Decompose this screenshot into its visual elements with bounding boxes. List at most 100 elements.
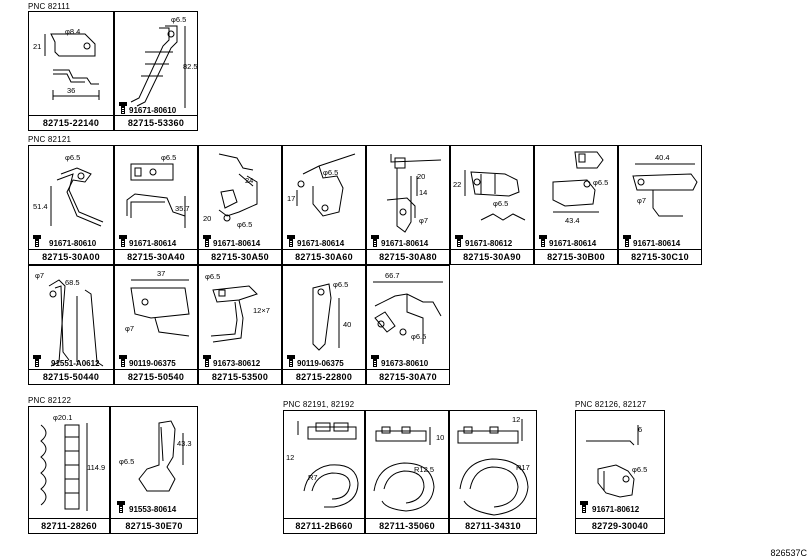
dim-height: 10: [436, 433, 445, 442]
part-cell-82715-22800: φ6.5 40 90119-06375 82715-22800: [282, 265, 366, 385]
bracket-drawing: [373, 281, 443, 344]
part-cell-82715-30E70: 43.3 φ6.5 91553-80614 82715-30E70: [110, 406, 198, 534]
bolt-part-number: 91553-80614: [129, 505, 177, 514]
dim-height: 6: [638, 425, 643, 434]
dim-radius: R12.5: [414, 465, 435, 474]
bracket-drawing: [552, 151, 604, 213]
dim-height: 12: [512, 415, 521, 424]
part-number: 82715-22140: [42, 118, 100, 128]
bolt-icon: [117, 501, 125, 513]
part-cell-82715-30A40: φ6.5 35.7 91671-80614 82715-30A40: [114, 145, 198, 265]
bracket-drawing: [386, 154, 442, 233]
part-number: 82715-22800: [295, 372, 353, 382]
part-cell-82715-30A00: φ6.5 51.4 91671-80610 82715-30A00: [28, 145, 114, 265]
clamp-drawing: [40, 423, 88, 511]
dim-hole: φ6.5: [632, 465, 648, 474]
pnc-label-82121: PNC 82121: [28, 135, 72, 144]
bolt-part-number: 91551-A0612: [51, 359, 100, 368]
bolt-part-number: 90119-06375: [297, 359, 344, 368]
bolt-part-number: 91673-80610: [381, 359, 429, 368]
part-number: 82715-30A80: [379, 252, 437, 262]
part-cell-82711-34310: 12 R17 82711-34310: [449, 410, 537, 534]
part-cell-82715-53360: φ6.5 82.5 91671-80610 82715-53360: [114, 11, 198, 131]
bolt-part-number: 91671-80614: [381, 239, 429, 248]
part-cell-82715-30A70: 66.7 φ6.5 91673-80610 82715-30A70: [366, 265, 450, 385]
dim-height: 51.4: [33, 202, 48, 211]
dim-height: 12: [286, 453, 295, 462]
dim-height: 17: [287, 194, 296, 203]
dim-hole: φ7: [35, 271, 45, 280]
part-cell-82715-50540: 37 φ7 90119-06375 82715-50540: [114, 265, 198, 385]
part-cell-82715-30A60: φ6.5 17 91671-80614 82715-30A60: [282, 145, 366, 265]
bolt-part-number: 91671-80614: [129, 239, 177, 248]
clamp-drawing: [373, 426, 435, 512]
dim-hole: φ6.5: [493, 199, 509, 208]
dim-hole: φ8.4: [65, 27, 81, 36]
dim-length: 43.4: [565, 216, 580, 225]
part-number: 82729-30040: [591, 521, 649, 531]
bolt-icon: [119, 235, 127, 247]
dim-width: 66.7: [385, 271, 400, 280]
drawing-reference: 826537C: [770, 548, 807, 558]
part-number: 82711-35060: [379, 521, 435, 531]
bolt-part-number: 91671-80614: [213, 239, 261, 248]
dim-radius: R7: [308, 473, 318, 482]
clamp-drawing: [297, 421, 359, 508]
dim-height: 68.5: [65, 278, 80, 287]
dim-height: 40: [343, 320, 352, 329]
part-number: 82715-30A50: [211, 252, 269, 262]
clamp-drawing: [457, 419, 529, 516]
dim-hole: φ7: [637, 196, 647, 205]
bolt-part-number: 91671-80614: [633, 239, 681, 248]
bracket-drawing: [464, 170, 526, 221]
bolt-part-number: 91671-80614: [549, 239, 597, 248]
dim-hole: φ6.5: [593, 178, 609, 187]
bolt-icon: [287, 355, 295, 367]
part-cell-82715-22140: 21 φ8.4 36 82715-22140: [28, 11, 114, 131]
bracket-drawing: [296, 153, 356, 217]
pnc-label-82126-82127: PNC 82126, 82127: [575, 400, 647, 409]
dim-height: 22: [453, 180, 462, 189]
dim-height: 20: [203, 214, 212, 223]
dim-slot: 12×7: [253, 306, 270, 315]
bracket-drawing: [210, 285, 258, 343]
bracket-drawing: [130, 279, 190, 337]
part-cell-82729-30040: 6 φ6.5 91671-80612 82729-30040: [575, 410, 665, 534]
part-number: 82715-50440: [42, 372, 100, 382]
bolt-icon: [119, 102, 127, 114]
bracket-drawing: [138, 420, 184, 492]
bolt-part-number: 90119-06375: [129, 359, 176, 368]
bolt-part-number: 91671-80612: [592, 505, 640, 514]
bolt-part-number: 91671-80610: [129, 106, 177, 115]
bracket-drawing: [312, 283, 340, 351]
part-number: 82715-30A90: [463, 252, 521, 262]
part-cell-82715-30A50: 24 20 φ6.5 91671-80614 82715-30A50: [198, 145, 282, 265]
dim-hole: φ6.5: [237, 220, 253, 229]
bolt-part-number: 91671-80612: [465, 239, 513, 248]
part-number: 82715-30E70: [125, 521, 183, 531]
part-number: 82711-34310: [465, 521, 521, 531]
bolt-icon: [203, 355, 211, 367]
bolt-icon: [371, 235, 379, 247]
dim-height: 114.9: [87, 463, 106, 472]
part-cell-82715-50440: φ7 68.5 91551-A0612 82715-50440: [28, 265, 114, 385]
part-number: 82715-50540: [127, 372, 185, 382]
bolt-icon: [371, 355, 379, 367]
part-number: 82715-30C10: [631, 252, 689, 262]
dim-height: 82.5: [183, 62, 198, 71]
bolt-icon: [455, 235, 463, 247]
pnc-label-82111: PNC 82111: [28, 2, 70, 11]
bolt-icon: [203, 235, 211, 247]
part-number: 82715-53360: [127, 118, 185, 128]
part-number: 82711-2B660: [295, 521, 353, 531]
dim-hole: φ7: [419, 216, 429, 225]
bolt-icon: [580, 501, 588, 513]
bolt-icon: [33, 235, 41, 247]
bolt-icon: [623, 235, 631, 247]
bracket-drawing: [586, 425, 639, 498]
pnc-label-82191-82192: PNC 82191, 82192: [283, 400, 355, 409]
dim-hole: φ6.5: [205, 272, 221, 281]
part-cell-82715-30C10: 40.4 φ7 91671-80614 82715-30C10: [618, 145, 702, 265]
dim-radius: R17: [516, 463, 530, 472]
dim-hole: φ6.5: [333, 280, 349, 289]
